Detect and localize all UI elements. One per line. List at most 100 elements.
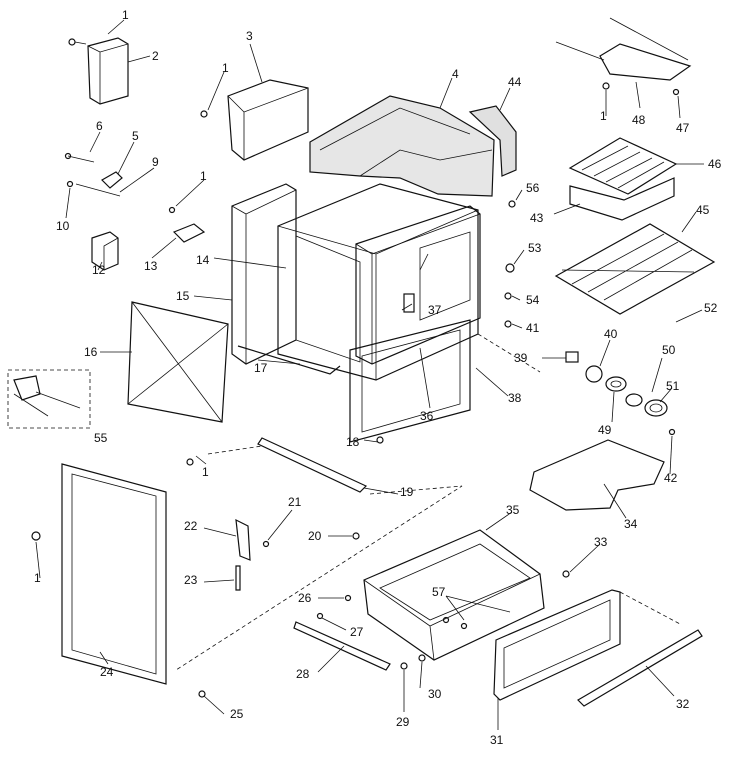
label-43: 43 [530, 211, 544, 225]
label-1b: 1 [222, 61, 229, 75]
part-24-door [61, 463, 167, 685]
label-53: 53 [528, 241, 542, 255]
label-26: 26 [298, 591, 312, 605]
part-57-screws [442, 616, 468, 630]
label-30: 30 [428, 687, 442, 701]
part-1-screw-top [68, 38, 87, 46]
part-48-element [555, 17, 692, 81]
part-33-screw [562, 570, 570, 578]
part-5-clip [101, 171, 123, 189]
part-1-screw-f [602, 82, 610, 90]
label-35: 35 [506, 503, 520, 517]
label-12: 12 [92, 263, 106, 277]
part-42-screw [668, 428, 676, 436]
part-26-screw [344, 594, 352, 602]
part-1-screw-c [168, 206, 176, 214]
part-56-clip [508, 200, 516, 208]
part-31-drawer-front [493, 589, 621, 701]
part-21-screw [262, 540, 270, 548]
label-4: 4 [452, 67, 459, 81]
label-44: 44 [508, 75, 522, 89]
label-22: 22 [184, 519, 198, 533]
assembly-line-2 [175, 485, 463, 671]
label-51: 51 [666, 379, 680, 393]
part-4-top-cover [309, 95, 495, 197]
label-6: 6 [96, 119, 103, 133]
part-51-ring [644, 399, 668, 417]
part-47-screw [672, 88, 680, 96]
label-27: 27 [350, 625, 364, 639]
part-49-ring [605, 376, 627, 392]
label-21: 21 [288, 495, 302, 509]
label-13: 13 [144, 259, 158, 273]
part-2-bracket [87, 37, 129, 105]
label-47: 47 [676, 121, 690, 135]
assembly-line-4 [477, 333, 541, 373]
label-1f: 1 [600, 109, 607, 123]
label-54: 54 [526, 293, 540, 307]
label-20: 20 [308, 529, 322, 543]
part-1-screw-e [186, 458, 194, 466]
part-46-grid [568, 137, 678, 195]
part-9-rod [75, 183, 121, 197]
label-14: 14 [196, 253, 210, 267]
leader-lines [13, 19, 704, 730]
label-2: 2 [152, 49, 159, 63]
label-36: 36 [420, 409, 434, 423]
label-1e: 1 [34, 571, 41, 585]
part-10-screw [66, 180, 74, 188]
label-48: 48 [632, 113, 646, 127]
label-23: 23 [184, 573, 198, 587]
label-50: 50 [662, 343, 676, 357]
label-52: 52 [704, 301, 718, 315]
part-54-screw [504, 292, 512, 300]
label-16: 16 [84, 345, 98, 359]
label-34: 34 [624, 517, 638, 531]
label-18: 18 [346, 435, 360, 449]
part-43-pan [569, 177, 675, 221]
label-1c: 1 [200, 169, 207, 183]
label-29: 29 [396, 715, 410, 729]
assembly-line-3 [619, 591, 681, 625]
label-40: 40 [604, 327, 618, 341]
part-53-knob [505, 263, 515, 273]
label-39: 39 [514, 351, 528, 365]
label-17: 17 [254, 361, 268, 375]
part-19-bar [257, 437, 368, 493]
part-37-lamp [403, 293, 415, 313]
part-28-rail [293, 621, 391, 671]
label-56: 56 [526, 181, 540, 195]
label-15: 15 [176, 289, 190, 303]
label-57: 57 [432, 585, 446, 599]
part-34-pan-insert [529, 439, 665, 511]
part-labels: 1 2 3 1 4 44 6 5 9 10 1 13 12 14 15 16 1… [34, 8, 722, 747]
part-3-panel [227, 79, 309, 161]
part-1-screw-b [200, 110, 208, 118]
label-19: 19 [400, 485, 414, 499]
label-42: 42 [664, 471, 678, 485]
label-10: 10 [56, 219, 70, 233]
part-29-screw [400, 662, 408, 670]
assembly-line-1 [207, 445, 263, 455]
label-28: 28 [296, 667, 310, 681]
label-41: 41 [526, 321, 540, 335]
label-1d: 1 [202, 465, 209, 479]
part-55-detail-box [7, 369, 91, 429]
part-17-rail [237, 345, 341, 375]
part-18-screw [376, 436, 384, 444]
label-1a: 1 [122, 8, 129, 22]
part-44-bracket [468, 105, 517, 177]
part-12-bracket [91, 231, 119, 271]
part-25-screw [198, 690, 206, 698]
part-13-plate [172, 223, 206, 243]
part-40-bulb [585, 365, 603, 383]
label-49: 49 [598, 423, 612, 437]
part-16-door-liner [127, 301, 229, 423]
label-31: 31 [490, 733, 504, 747]
label-9: 9 [152, 155, 159, 169]
label-25: 25 [230, 707, 244, 721]
part-38-frame [349, 319, 471, 443]
label-38: 38 [508, 391, 522, 405]
label-32: 32 [676, 697, 690, 711]
